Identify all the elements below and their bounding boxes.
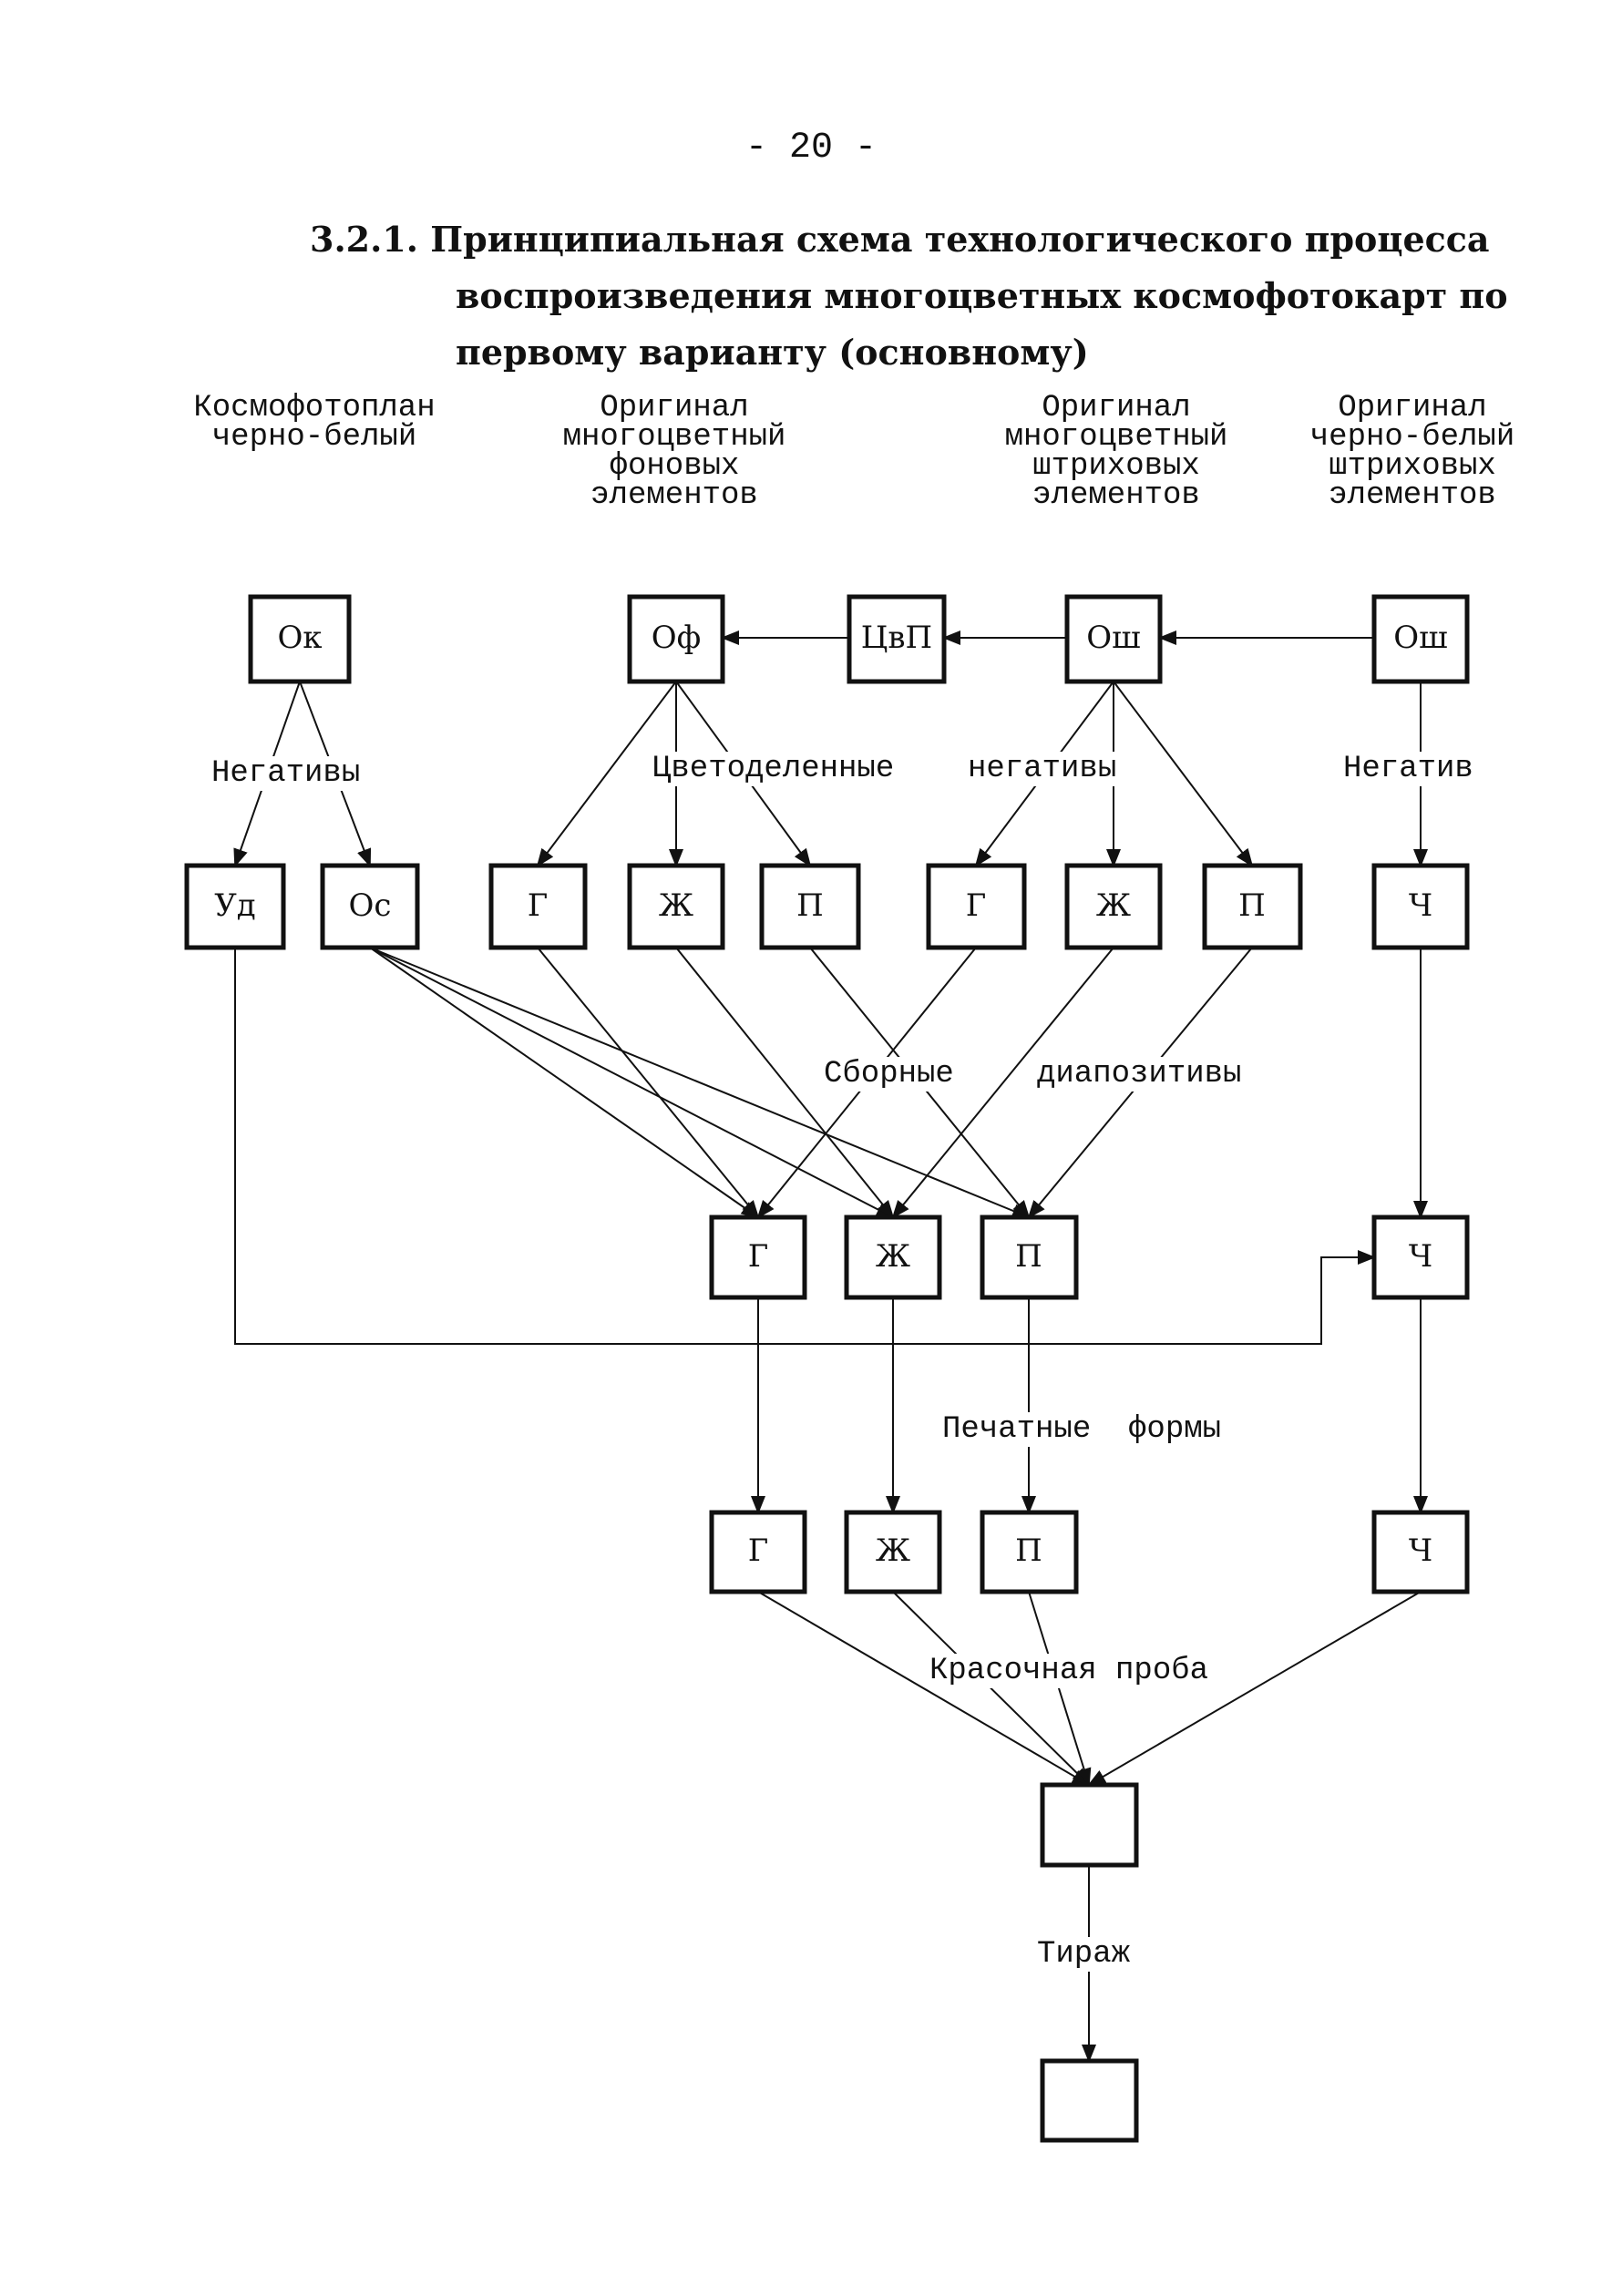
box-plate-zh: Ж (844, 1510, 942, 1594)
box-neg-ch: Ч (1371, 863, 1470, 950)
box-neg-p2: П (1202, 863, 1303, 950)
box-osh-bw: Ош (1371, 594, 1470, 684)
header-background-original: Оригинал многоцветный фоновых элементов (562, 391, 786, 513)
box-plate-ch: Ч (1371, 1510, 1470, 1594)
box-ok: Ок (248, 594, 352, 684)
label-assembled: Сборные (820, 1057, 958, 1092)
header-line-original-color: Оригинал многоцветный штриховых элементо… (1004, 391, 1228, 513)
svg-text:Г: Г (748, 1532, 769, 1569)
label-negative: Негатив (1340, 752, 1477, 786)
svg-text:Ж: Ж (1096, 887, 1131, 924)
svg-text:П: П (1015, 1532, 1042, 1569)
box-ud: Уд (184, 863, 286, 950)
title-line: воспроизведения многоцветных космофотока… (456, 275, 1508, 316)
svg-text:П: П (1238, 887, 1266, 924)
label-color-separated: Цветоделенные (649, 752, 898, 786)
svg-text:Ок: Ок (277, 620, 322, 656)
svg-text:Г: Г (966, 887, 987, 924)
svg-text:Г: Г (528, 887, 549, 924)
svg-text:П: П (1015, 1238, 1042, 1275)
boxes: Ок Оф ЦвП Ош Ош Уд Ос Г Ж П Г Ж П Ч Г Ж … (184, 594, 1470, 2143)
svg-text:Ч: Ч (1409, 887, 1432, 924)
page-number: - 20 - (744, 128, 878, 169)
box-neg-zh2: Ж (1064, 863, 1163, 950)
box-of: Оф (627, 594, 725, 684)
box-dia-g: Г (709, 1215, 807, 1300)
svg-text:Ош: Ош (1086, 620, 1140, 656)
svg-text:Ж: Ж (876, 1238, 910, 1275)
box-proof (1040, 1782, 1139, 1868)
box-neg-g2: Г (926, 863, 1027, 950)
label-negatives: Негативы (208, 756, 364, 791)
svg-text:Г: Г (748, 1238, 769, 1275)
svg-text:Уд: Уд (214, 887, 256, 924)
box-plate-p: П (980, 1510, 1079, 1594)
label-negatives-2: негативы (964, 752, 1121, 786)
box-plate-g: Г (709, 1510, 807, 1594)
label-print-run: Тираж (1033, 1937, 1134, 1972)
svg-text:Ос: Ос (349, 887, 392, 924)
svg-text:Ж: Ж (659, 887, 693, 924)
box-dia-p: П (980, 1215, 1079, 1300)
svg-text:Ж: Ж (876, 1532, 910, 1569)
box-neg-p1: П (759, 863, 861, 950)
box-dia-zh: Ж (844, 1215, 942, 1300)
section-title: 3.2.1. Принципиальная схема технологичес… (310, 211, 1508, 381)
svg-text:П: П (796, 887, 824, 924)
title-line: 3.2.1. Принципиальная схема технологичес… (310, 219, 1490, 260)
box-final (1040, 2058, 1139, 2143)
box-neg-zh1: Ж (627, 863, 725, 950)
box-osh-color: Ош (1064, 594, 1163, 684)
box-dia-ch: Ч (1371, 1215, 1470, 1300)
svg-text:Оф: Оф (652, 620, 702, 656)
box-os: Ос (320, 863, 420, 950)
box-cvp: ЦвП (847, 594, 947, 684)
label-diapositives: диапозитивы (1033, 1057, 1246, 1092)
label-color-proof: Красочная проба (926, 1654, 1213, 1688)
label-printing-plates: Печатные формы (939, 1412, 1226, 1447)
svg-text:Ч: Ч (1409, 1238, 1432, 1275)
header-space-photo: Космофотоплан черно-белый (193, 391, 436, 455)
connectors (233, 630, 1428, 2063)
title-line: первому варианту (основному) (456, 332, 1089, 373)
svg-text:ЦвП: ЦвП (861, 620, 932, 656)
header-line-original-bw: Оригинал черно-белый штриховых элементов (1309, 391, 1515, 513)
svg-text:Ч: Ч (1409, 1532, 1432, 1569)
box-neg-g1: Г (488, 863, 588, 950)
svg-text:Ош: Ош (1393, 620, 1447, 656)
